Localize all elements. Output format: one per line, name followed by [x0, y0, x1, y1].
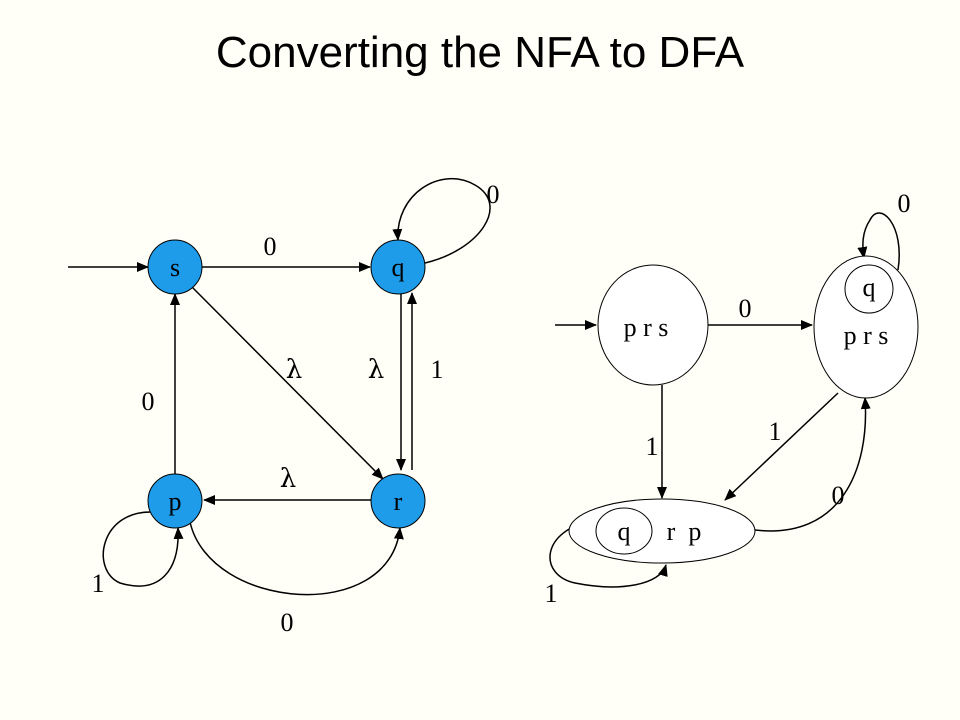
- nfa-loop-q: [392, 178, 491, 264]
- dfa-edge-accept-bottom: [724, 392, 839, 501]
- nfa-state-s: [147, 239, 203, 295]
- dfa-state-bottom-inner-label: q: [618, 517, 631, 546]
- dfa-label-start-bottom: 1: [646, 432, 659, 461]
- nfa-label-q-loop: 0: [487, 180, 500, 209]
- nfa-state-q: [370, 239, 426, 295]
- nfa-label-r-q: 1: [431, 355, 444, 384]
- nfa-state-r: [370, 473, 426, 529]
- nfa-label-p-r: 0: [281, 608, 294, 637]
- dfa-state-start: [597, 264, 709, 386]
- nfa-edge-s-r: [191, 286, 384, 480]
- dfa-state-accept-outer: [813, 255, 919, 399]
- dfa-state-bottom-rest-label: r p: [667, 517, 702, 546]
- dfa-diagram: p r s q p r s q r p 0 0 1 1 0 1: [545, 189, 919, 608]
- nfa-state-q-label: q: [392, 253, 405, 282]
- dfa-loop-bottom: [549, 519, 668, 588]
- dfa-state-bottom-outer: [568, 498, 756, 564]
- dfa-label-start-accept: 0: [739, 294, 752, 323]
- nfa-state-r-label: r: [394, 487, 403, 516]
- nfa-label-s-q: 0: [264, 232, 277, 261]
- dfa-state-accept-inner: [844, 264, 894, 314]
- dfa-edge-bottom-accept: [754, 397, 871, 532]
- dfa-state-accept-outer-label: p r s: [844, 321, 889, 350]
- nfa-state-s-label: s: [170, 253, 180, 282]
- nfa-label-p-loop: 1: [92, 569, 105, 598]
- nfa-diagram: s q p r 0 0 λ λ 1 0 λ 1 0: [68, 178, 500, 637]
- slide-title: Converting the NFA to DFA: [215, 28, 745, 77]
- dfa-state-start-label: p r s: [624, 313, 669, 342]
- dfa-label-accept-bottom: 1: [769, 417, 782, 446]
- nfa-label-s-r: λ: [286, 355, 302, 385]
- nfa-state-p-label: p: [169, 487, 182, 516]
- nfa-label-q-r: λ: [368, 355, 384, 385]
- nfa-loop-p: [102, 511, 184, 587]
- dfa-state-accept-inner-label: q: [863, 273, 876, 302]
- nfa-edge-p-r: [189, 521, 404, 596]
- dfa-loop-accept: [857, 212, 900, 271]
- dfa-label-accept-loop: 0: [898, 189, 911, 218]
- nfa-state-p: [147, 473, 203, 529]
- dfa-label-bottom-loop: 1: [545, 579, 558, 608]
- nfa-label-p-s: 0: [142, 387, 155, 416]
- dfa-state-bottom-inner: [595, 507, 653, 555]
- nfa-label-r-p: λ: [280, 464, 296, 494]
- dfa-label-bottom-accept: 0: [832, 481, 845, 510]
